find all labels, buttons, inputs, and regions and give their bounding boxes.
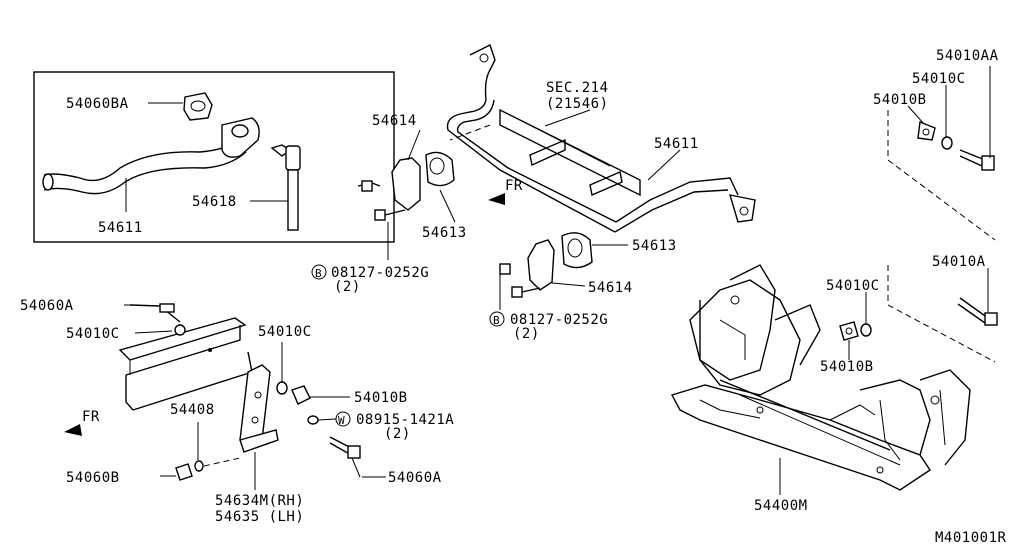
label-54613-top: 54613 bbox=[422, 225, 467, 241]
clamp-group-top: 54614 54613 bbox=[357, 113, 467, 260]
label-sec214: SEC.214 bbox=[546, 80, 609, 96]
fasteners-top-right: 54010AA 54010C 54010B bbox=[873, 48, 999, 241]
label-54010C-l: 54010C bbox=[66, 326, 120, 342]
label-54635: 54635 (LH) bbox=[215, 509, 304, 525]
fasteners-right-mid: 54010A 54010C 54010B bbox=[820, 254, 998, 375]
label-54614-mid: 54614 bbox=[588, 280, 633, 296]
label-bolt-top: 08127-0252G bbox=[331, 265, 429, 281]
label-fr-top: FR bbox=[505, 178, 523, 194]
label-54611-main: 54611 bbox=[654, 136, 699, 152]
fr-arrow-top: FR bbox=[488, 178, 523, 205]
bolt-callout-top: B 08127-0252G (2) bbox=[311, 264, 429, 295]
w-mark: W bbox=[338, 414, 345, 427]
label-54618: 54618 bbox=[192, 194, 237, 210]
b-mark-mid: B bbox=[493, 314, 500, 327]
label-54060A-l: 54060A bbox=[20, 298, 74, 314]
label-54010B-r: 54010B bbox=[820, 359, 874, 375]
label-washer: 08915-1421A bbox=[356, 412, 454, 428]
label-washer-qty: (2) bbox=[384, 426, 411, 442]
fr-arrow-bottom: FR bbox=[64, 409, 100, 436]
label-54010C-bm: 54010C bbox=[258, 324, 312, 340]
label-54060A-bm: 54060A bbox=[388, 470, 442, 486]
stabilizer-bar-main bbox=[446, 44, 756, 233]
label-54010B-tr: 54010B bbox=[873, 92, 927, 108]
label-bolt-mid: 08127-0252G bbox=[510, 312, 608, 328]
label-fr-bottom: FR bbox=[82, 409, 100, 425]
bracket-54634M: 54634M(RH) 54635 (LH) bbox=[215, 364, 304, 525]
label-54010A-r: 54010A bbox=[932, 254, 986, 270]
label-54010C-tr: 54010C bbox=[912, 71, 966, 87]
label-54010C-r: 54010C bbox=[826, 278, 880, 294]
label-54634M: 54634M(RH) bbox=[215, 493, 304, 509]
label-54010AA: 54010AA bbox=[936, 48, 999, 64]
clamp-group-mid: 54613 54614 bbox=[499, 232, 677, 310]
label-54614-top: 54614 bbox=[372, 113, 417, 129]
diagram-id: M401001R bbox=[935, 530, 1007, 546]
label-54400M: 54400M bbox=[754, 498, 808, 514]
label-bolt-qty-mid: (2) bbox=[513, 326, 540, 342]
suspension-frame-54400M: 54400M bbox=[670, 264, 971, 514]
fasteners-bottom-left: 54408 54060B bbox=[66, 402, 241, 486]
label-54010B-bm: 54010B bbox=[354, 390, 408, 406]
inset-box: 54060BA 54611 54618 bbox=[33, 71, 395, 243]
label-54408: 54408 bbox=[170, 402, 215, 418]
label-54613-mid: 54613 bbox=[632, 238, 677, 254]
b-mark-top: B bbox=[315, 267, 322, 280]
label-54060B: 54060B bbox=[66, 470, 120, 486]
bolt-callout-mid: B 08127-0252G (2) bbox=[489, 311, 608, 342]
label-54060BA: 54060BA bbox=[66, 96, 129, 112]
label-sec214-sub: (21546) bbox=[546, 96, 609, 112]
label-54611-inset: 54611 bbox=[98, 220, 143, 236]
fasteners-bottom-mid: 54010C 54010B W 08915-1421A (2) 54060A bbox=[258, 324, 454, 486]
side-member-left: 54060A 54010C bbox=[20, 298, 253, 411]
label-bolt-qty-top: (2) bbox=[334, 279, 361, 295]
